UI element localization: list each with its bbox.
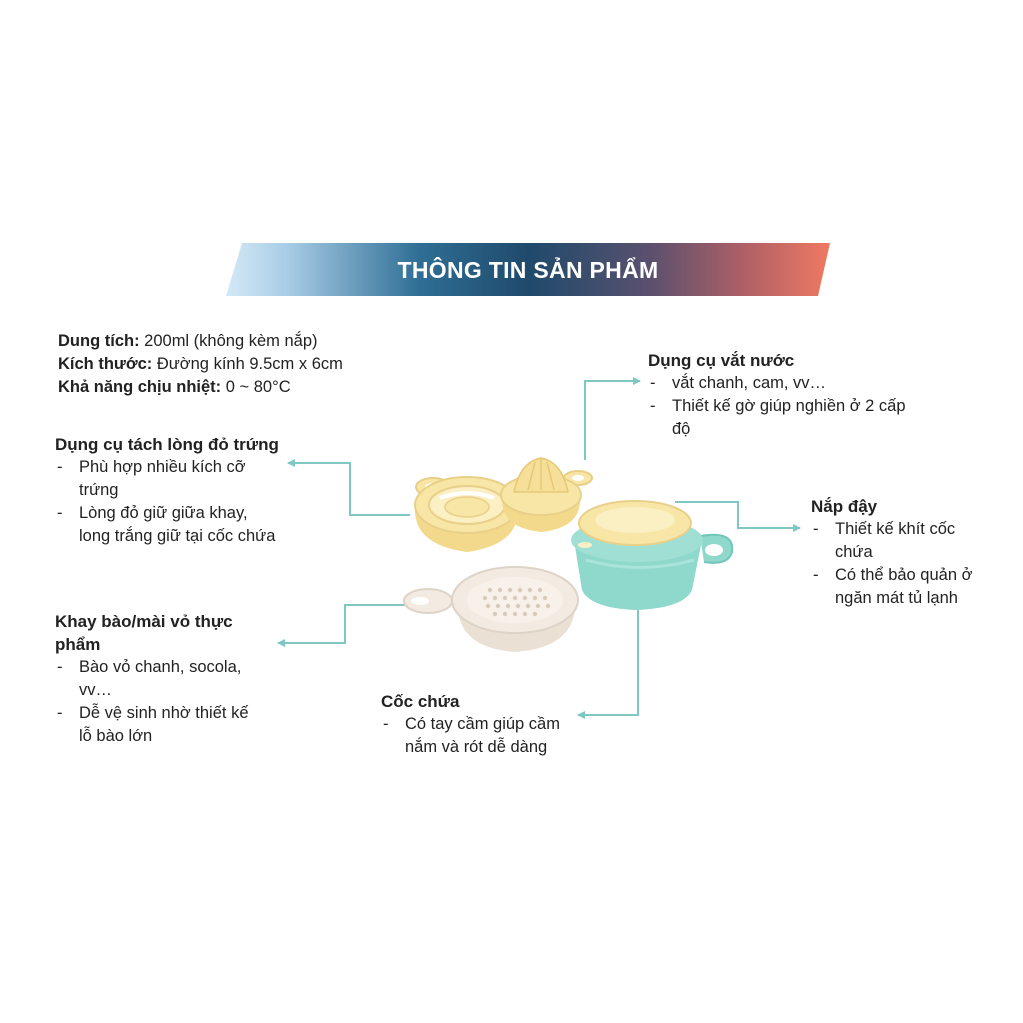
- grater-holes: [482, 587, 551, 617]
- list-item: vắt chanh, cam, vv…: [648, 372, 913, 395]
- lid-info: Nắp đậy Thiết kế khít cốc chứa Có thể bả…: [811, 495, 991, 610]
- spec-capacity: Dung tích: 200ml (không kèm nắp): [58, 330, 343, 353]
- grater-tray-info: Khay bào/mài vỏ thực phẩm Bào vỏ chanh, …: [55, 610, 265, 748]
- juicer-image: [500, 457, 593, 532]
- connector-egg-separator: [287, 459, 410, 516]
- cup-title: Cốc chứa: [381, 692, 460, 711]
- connector-lines: [277, 377, 801, 719]
- connector-cup: [577, 605, 639, 719]
- list-item: Thiết kế gờ giúp nghiền ở 2 cấp độ: [648, 395, 913, 441]
- grater-tray-title: Khay bào/mài vỏ thực phẩm: [55, 612, 233, 654]
- section-banner: THÔNG TIN SẢN PHẨM: [226, 243, 830, 296]
- spec-label: Kích thước:: [58, 355, 153, 373]
- cup-with-lid-image: [571, 500, 734, 610]
- egg-separator-info: Dụng cụ tách lòng đỏ trứng Phù hợp nhiều…: [55, 433, 280, 548]
- spec-size: Kích thước: Đường kính 9.5cm x 6cm: [58, 353, 343, 376]
- list-item: Lòng đỏ giữ giữa khay, long trắng giữ tạ…: [55, 502, 280, 548]
- spec-heat: Khả năng chịu nhiệt: 0 ~ 80°C: [58, 376, 343, 399]
- egg-separator-image: [414, 476, 520, 552]
- cup-info: Cốc chứa Có tay cầm giúp cầm nắm và rót …: [381, 690, 581, 759]
- grater-tray-image: [403, 566, 579, 652]
- list-item: Có tay cầm giúp cầm nắm và rót dễ dàng: [381, 713, 581, 759]
- spec-value: 200ml (không kèm nắp): [139, 332, 318, 350]
- spec-list: Dung tích: 200ml (không kèm nắp) Kích th…: [58, 330, 343, 399]
- connector-grater-tray: [277, 604, 405, 647]
- connector-lid: [675, 501, 801, 532]
- banner-title: THÔNG TIN SẢN PHẨM: [397, 257, 659, 283]
- juicer-info: Dụng cụ vắt nước vắt chanh, cam, vv… Thi…: [648, 349, 913, 441]
- list-item: Phù hợp nhiều kích cỡ trứng: [55, 456, 280, 502]
- spec-value: 0 ~ 80°C: [221, 378, 291, 396]
- connector-juicer: [584, 377, 641, 460]
- egg-separator-title: Dụng cụ tách lòng đỏ trứng: [55, 435, 279, 454]
- lid-title: Nắp đậy: [811, 497, 878, 516]
- list-item: Có thể bảo quản ở ngăn mát tủ lạnh: [811, 564, 991, 610]
- spec-label: Khả năng chịu nhiệt:: [58, 378, 222, 396]
- juicer-title: Dụng cụ vắt nước: [648, 351, 795, 370]
- list-item: Dễ vệ sinh nhờ thiết kế lỗ bào lớn: [55, 702, 265, 748]
- list-item: Bào vỏ chanh, socola, vv…: [55, 656, 265, 702]
- list-item: Thiết kế khít cốc chứa: [811, 518, 991, 564]
- spec-label: Dung tích:: [58, 332, 140, 350]
- spec-value: Đường kính 9.5cm x 6cm: [152, 355, 343, 373]
